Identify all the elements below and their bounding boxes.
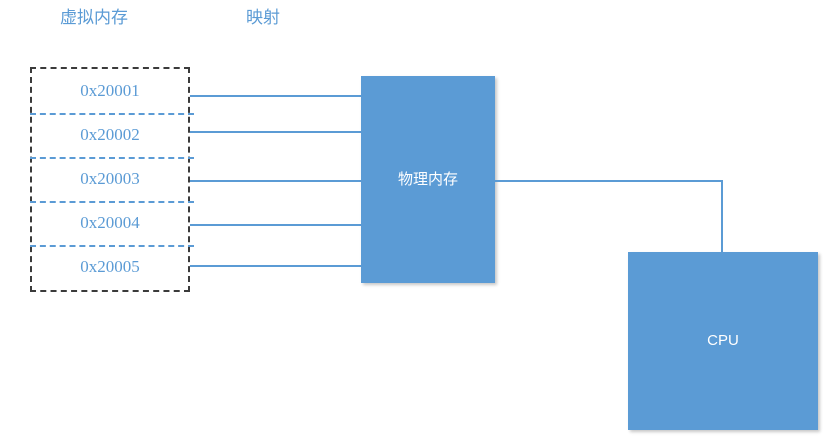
virtual-memory-address: 0x20001 bbox=[80, 81, 140, 100]
virtual-memory-address: 0x20004 bbox=[80, 213, 140, 232]
connector-vm-row-3-to-physical-memory bbox=[190, 180, 361, 182]
physical-memory-box: 物理内存 bbox=[361, 76, 495, 283]
connector-vm-row-5-to-physical-memory bbox=[190, 265, 361, 267]
cpu-label: CPU bbox=[707, 332, 739, 349]
connector-vm-row-1-to-physical-memory bbox=[190, 95, 361, 97]
virtual-memory-divider bbox=[30, 113, 194, 115]
virtual-memory-address: 0x20002 bbox=[80, 125, 140, 144]
virtual-memory-address: 0x20003 bbox=[80, 169, 140, 188]
heading-mapping: 映射 bbox=[246, 8, 280, 27]
connector-vm-row-4-to-physical-memory bbox=[190, 224, 361, 226]
virtual-memory-divider bbox=[30, 245, 194, 247]
virtual-memory-divider bbox=[30, 201, 194, 203]
virtual-memory-row: 0x20003 bbox=[32, 157, 188, 201]
virtual-memory-row: 0x20005 bbox=[32, 245, 188, 289]
virtual-memory-address: 0x20005 bbox=[80, 257, 140, 276]
connector-physical-memory-to-cpu-horizontal bbox=[495, 180, 723, 182]
virtual-memory-divider bbox=[30, 157, 194, 159]
cpu-box: CPU bbox=[628, 252, 818, 430]
connector-vm-row-2-to-physical-memory bbox=[190, 131, 361, 133]
virtual-memory-box: 0x20001 0x20002 0x20003 0x20004 0x20005 bbox=[30, 67, 194, 292]
physical-memory-label: 物理内存 bbox=[397, 170, 458, 188]
virtual-memory-row: 0x20001 bbox=[32, 69, 188, 113]
connector-physical-memory-to-cpu-vertical bbox=[721, 180, 723, 254]
heading-virtual-memory: 虚拟内存 bbox=[60, 8, 128, 27]
virtual-memory-row: 0x20002 bbox=[32, 113, 188, 157]
virtual-memory-row: 0x20004 bbox=[32, 201, 188, 245]
